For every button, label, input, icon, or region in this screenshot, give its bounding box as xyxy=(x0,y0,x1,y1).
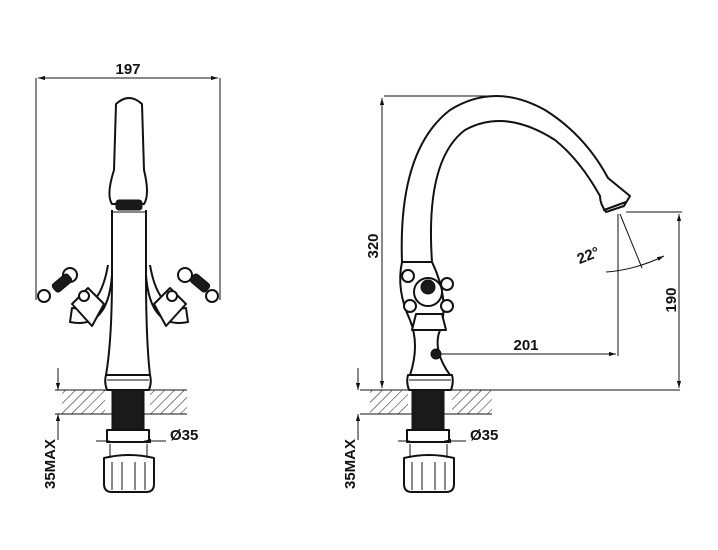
spout-angle-dimension: 22° xyxy=(575,213,665,273)
height-dimension: 320 xyxy=(365,95,500,388)
width-dimension: 197 xyxy=(35,61,221,300)
front-diameter-dimension: Ø35 xyxy=(96,427,198,444)
side-handle xyxy=(401,269,454,360)
spout-height-label: 190 xyxy=(663,287,680,312)
front-right-handle xyxy=(153,267,219,327)
side-countertop xyxy=(360,389,680,415)
side-diameter-label: Ø35 xyxy=(470,427,498,444)
front-spout xyxy=(108,97,148,205)
front-body xyxy=(69,210,189,324)
front-left-handle xyxy=(37,267,105,327)
front-shank xyxy=(103,389,155,493)
front-base xyxy=(104,374,152,391)
side-view: 320 190 201 22° Ø35 xyxy=(342,95,682,493)
front-max-dimension: 35MAX xyxy=(42,368,61,489)
spout-height-dimension: 190 xyxy=(626,211,682,388)
side-max-label: 35MAX xyxy=(342,439,359,489)
height-label: 320 xyxy=(365,233,382,258)
front-diameter-label: Ø35 xyxy=(170,427,198,444)
side-diameter-dimension: Ø35 xyxy=(398,427,498,444)
spout-reach-dimension: 201 xyxy=(432,214,619,357)
side-max-dimension: 35MAX xyxy=(342,368,361,489)
spout-angle-label: 22° xyxy=(575,244,602,268)
front-max-label: 35MAX xyxy=(42,439,59,489)
width-label: 197 xyxy=(115,61,140,78)
side-spout xyxy=(400,95,631,263)
spout-reach-label: 201 xyxy=(513,337,538,354)
side-base xyxy=(406,374,454,391)
front-view: 197 Ø35 35MAX xyxy=(35,61,221,493)
side-shank xyxy=(403,389,455,493)
front-countertop xyxy=(55,389,187,415)
